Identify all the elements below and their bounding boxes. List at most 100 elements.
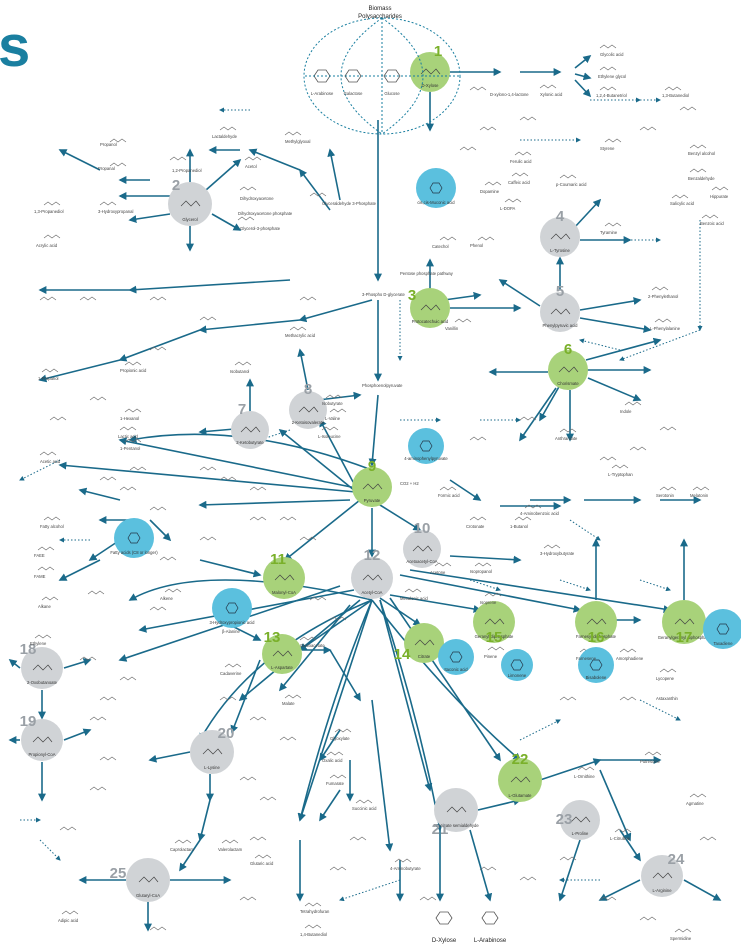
- label-beta-alanine: β-Alanine: [222, 629, 240, 634]
- hub-label: Acetoacetyl-CoA: [406, 559, 437, 564]
- hub-structure: [274, 574, 295, 581]
- label-gaba: 4-Aminobutyrate: [390, 866, 421, 871]
- hub-label: 2-Oxobutanoate: [27, 680, 58, 685]
- hub-circle: [404, 623, 444, 663]
- label-propanal: Propanal: [98, 166, 115, 171]
- molecule-glyph: [129, 466, 147, 471]
- pathway-arrows: [8, 55, 732, 932]
- molecule-glyph: [477, 236, 495, 241]
- sugar-glucose: Glucose: [384, 91, 400, 96]
- label-lycopene: Lycopene: [656, 676, 675, 681]
- molecule-glyph: [329, 616, 347, 621]
- blue-structure: [127, 532, 141, 544]
- molecule-glyph: [559, 428, 577, 433]
- label-phenol: Phenol: [470, 243, 483, 248]
- pathway-arrow: [574, 55, 592, 69]
- label-pg3: 3-Phospho D-glycerate: [362, 292, 405, 297]
- hub-circle: [231, 411, 269, 449]
- blue-structure: [419, 440, 433, 452]
- dotted-arrow: [39, 839, 61, 861]
- hub-label: Geranylgeranyl diphosphate: [658, 635, 711, 640]
- hub-label: Geranyl diphosphate: [475, 634, 514, 639]
- hub-structure: [550, 233, 571, 240]
- label-valerolactam: Valerolactam: [218, 847, 243, 852]
- hub-number: 6: [564, 341, 572, 358]
- molecule-glyph: [199, 466, 217, 471]
- blue-node: cis,cis-Muconic acid: [416, 168, 456, 208]
- pathway-arrow: [379, 599, 443, 832]
- blue-label: Bisabolene: [586, 675, 607, 680]
- molecule-glyph: [469, 86, 487, 91]
- blue-circle: [438, 639, 474, 675]
- hub-circle: [21, 647, 63, 689]
- molecule-glyph: [259, 796, 277, 801]
- hub-number: 22: [512, 751, 529, 768]
- hub-number: 19: [20, 713, 37, 730]
- molecule-glyph: [651, 286, 669, 291]
- hub-label: L-Glutamate: [508, 793, 532, 798]
- hub-number: 3: [408, 287, 416, 304]
- molecule-glyph: [304, 902, 322, 907]
- hub-circle: [540, 217, 580, 257]
- hub-label: L-Proline: [572, 831, 589, 836]
- label-coumaric: p-Coumaric acid: [556, 182, 587, 187]
- label-acrylic: Acrylic acid: [36, 243, 58, 248]
- molecule-glyph: [149, 346, 167, 351]
- molecule-glyph: [699, 836, 717, 841]
- hub-number: 20: [218, 725, 235, 742]
- blue-circle: [578, 647, 614, 683]
- molecule-glyph: [87, 590, 105, 595]
- molecule-glyph: [355, 799, 373, 804]
- molecule-glyph: [659, 486, 677, 491]
- molecule-glyph: [577, 766, 595, 771]
- blue-label: Itaconic acid: [444, 667, 468, 672]
- label-dha: Dihydroxyacetone: [240, 196, 274, 201]
- hub-structure: [510, 776, 531, 783]
- label-g3p: Glyceraldehyde 3-Phosphate: [322, 201, 377, 206]
- molecule-glyph: [284, 694, 302, 699]
- title-polysaccharides: Polysaccharides: [358, 14, 402, 20]
- molecule-glyph: [711, 186, 729, 191]
- molecule-glyph: [654, 318, 672, 323]
- molecule-glyph: [41, 368, 59, 373]
- dotted-arrow: [559, 579, 591, 592]
- hub-circle: [168, 182, 212, 226]
- molecule-glyph: [519, 876, 537, 881]
- molecule-glyph: [329, 866, 347, 871]
- blue-nodes: cis,cis-Muconic acid4-aminophenylpyruvat…: [110, 168, 741, 683]
- molecule-glyph: [469, 516, 487, 521]
- label-adipic: Adipic acid: [58, 918, 79, 923]
- blue-circle: [416, 168, 456, 208]
- molecule-glyph: [219, 126, 237, 131]
- pathway-arrow: [128, 579, 373, 601]
- label-dopamine: Dopamine: [480, 189, 500, 194]
- molecule-glyph: [326, 751, 344, 756]
- hub-label: Acetyl-CoA: [362, 590, 383, 595]
- label-pentanol: 1-Pentanol: [120, 446, 140, 451]
- molecule-glyph: [99, 476, 117, 481]
- hub-number: 16: [588, 629, 605, 646]
- molecule-glyph: [619, 648, 637, 653]
- molecule-glyph: [239, 186, 257, 191]
- molecule-glyph: [219, 476, 237, 481]
- hub-label: L-Arginine: [652, 888, 672, 893]
- hub-structure: [420, 304, 441, 311]
- label-formate: Formic acid: [438, 493, 460, 498]
- label-hpa: 3-Hydroxypropanal: [98, 209, 133, 214]
- hub-number: 4: [556, 208, 565, 225]
- dotted-arrow: [19, 459, 61, 481]
- label-acetone: Acetone: [430, 570, 446, 575]
- hub-structure: [272, 650, 293, 657]
- label-methylglyoxal: Methylglyoxal: [285, 139, 310, 144]
- sugar-galactose: Galactose: [344, 91, 364, 96]
- pathway-arrow: [498, 279, 541, 307]
- blue-node: Limonene: [501, 649, 533, 681]
- label-propionate: Propionic acid: [120, 368, 147, 373]
- blue-node: Taxadiene: [703, 609, 741, 649]
